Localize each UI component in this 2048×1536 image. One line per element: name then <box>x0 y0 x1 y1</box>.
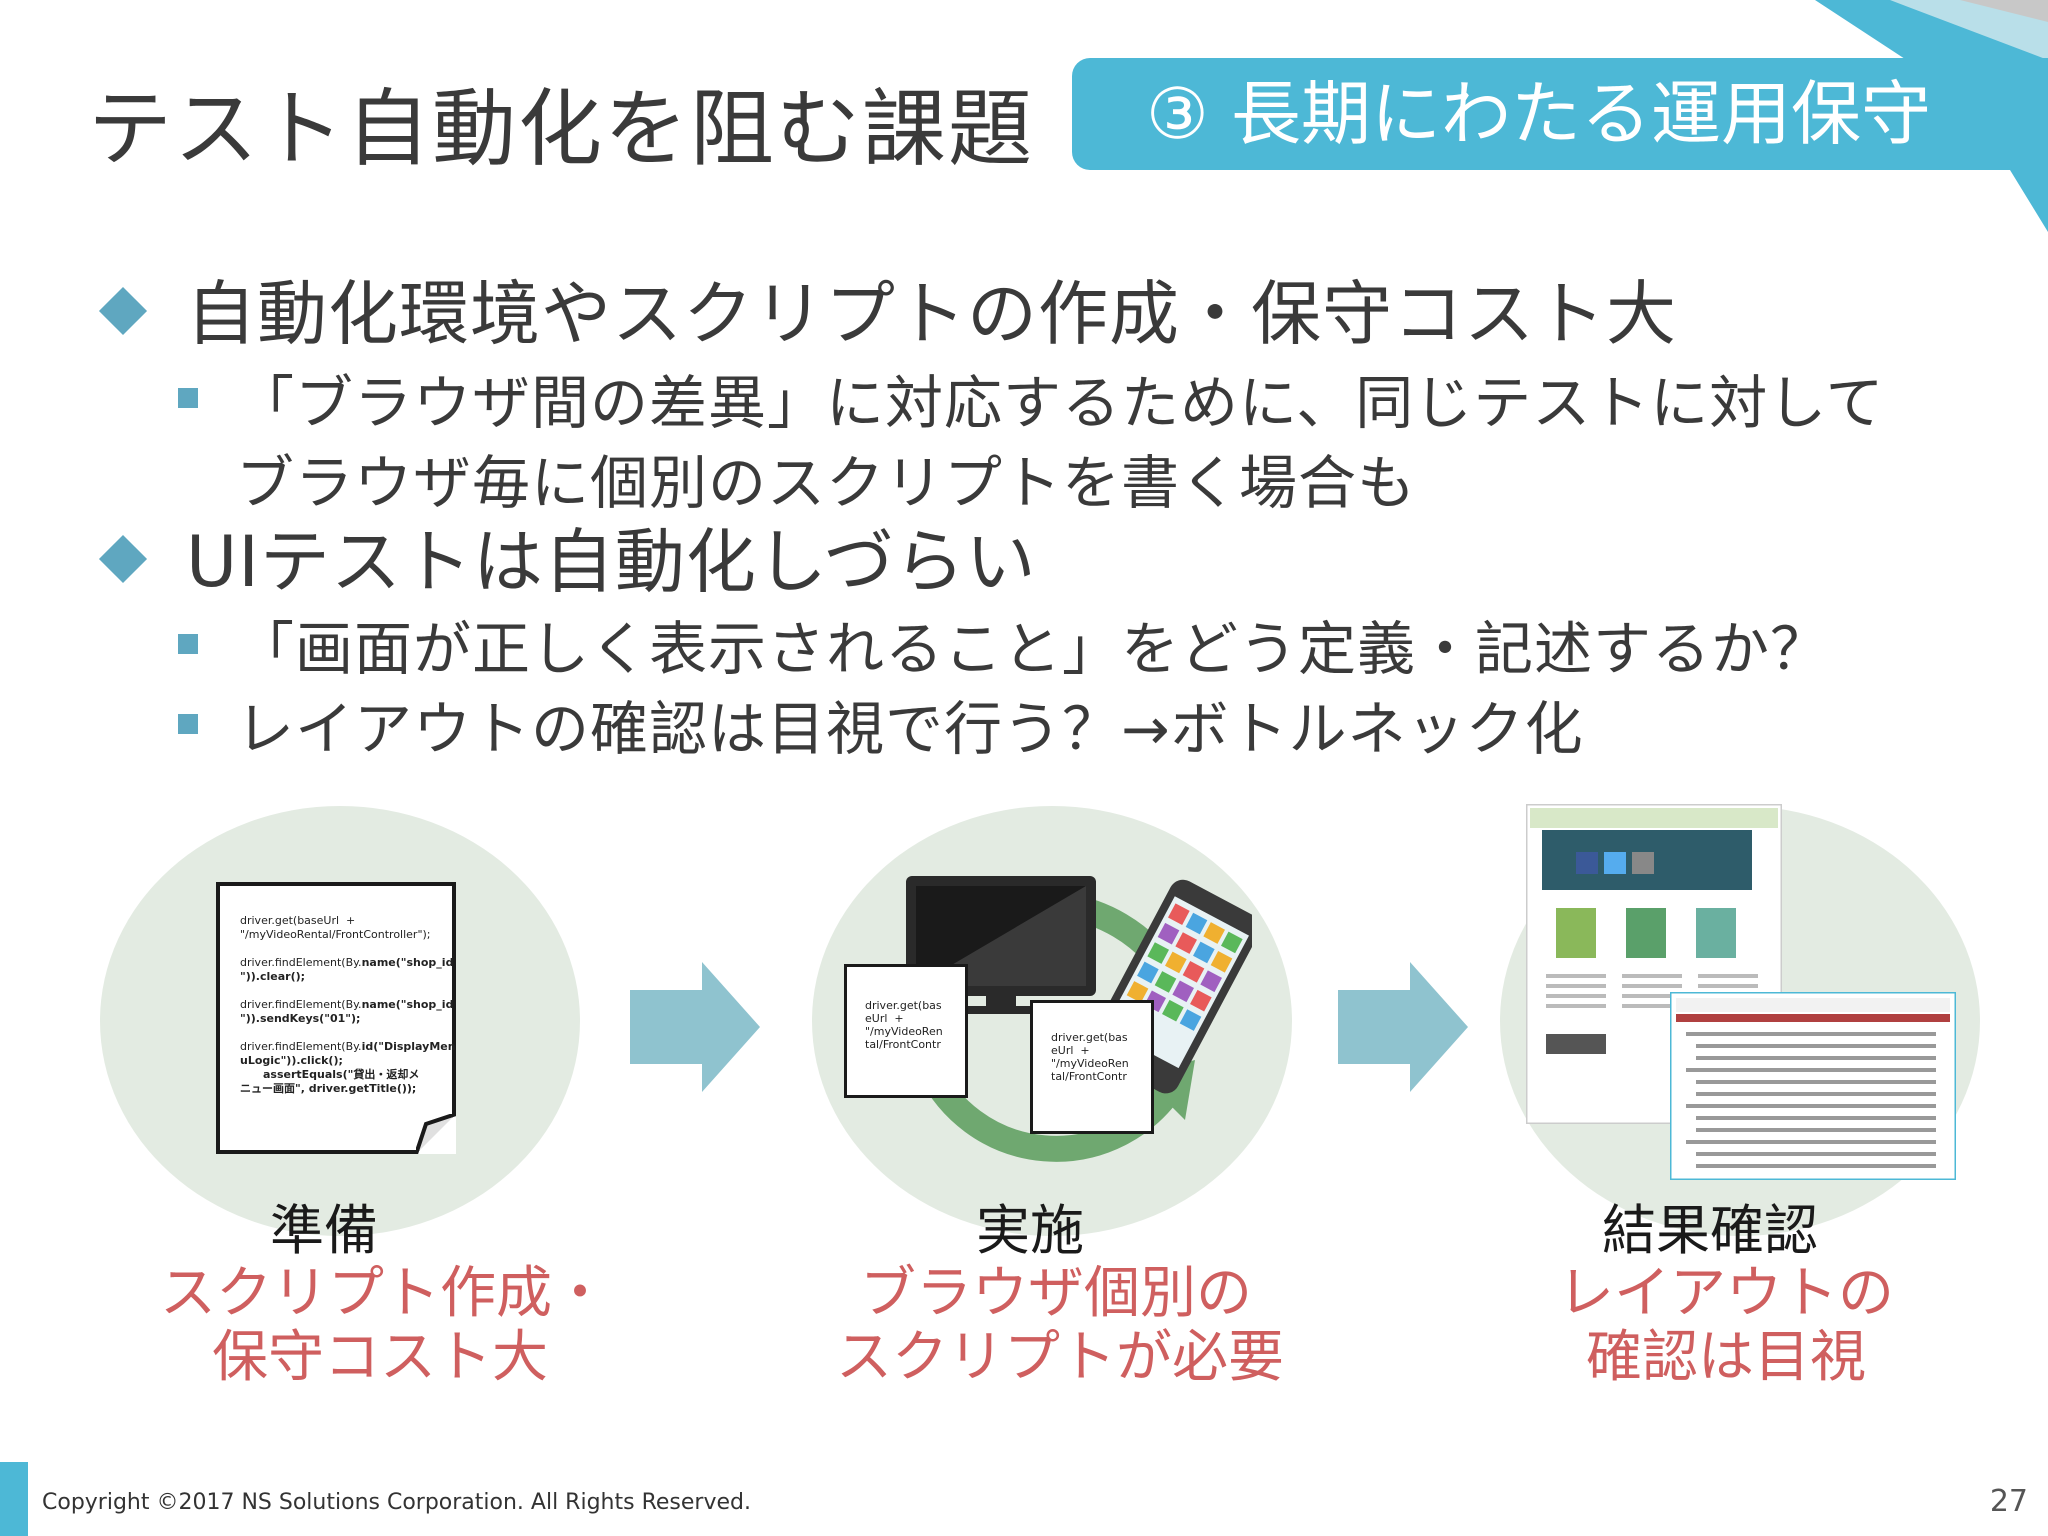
sub-bullet-text: 「画面が正しく表示されること」をどう定義・記述するか？ <box>236 615 1830 683</box>
code-line: name("shop_id <box>361 956 454 969</box>
code-line: ")).clear(); <box>240 970 306 983</box>
code-line: "/myVideoRen <box>1051 1057 1129 1070</box>
stage-note-line: スクリプトが必要 <box>836 1325 1284 1390</box>
stage-name-execute: 実施 <box>976 1199 1084 1262</box>
code-line: eUrl + <box>1051 1044 1090 1057</box>
page-fold-icon <box>416 1114 456 1154</box>
script-document-small: driver.get(bas eUrl + "/myVideoRen tal/F… <box>844 964 968 1098</box>
page-number: 27 <box>1989 1484 2028 1519</box>
website-screenshot-image <box>1526 804 1782 1124</box>
sub-bullet-text: レイアウトの確認は目視で行う？→ボトルネック化 <box>236 695 1584 763</box>
code-line: driver.findElement(By. <box>240 1040 362 1053</box>
right-arrow-icon <box>630 962 760 1092</box>
bullet-item: 自動化環境やスクリプトの作成・保守コスト大 <box>98 258 1677 359</box>
code-line: driver.get(bas <box>1051 1031 1128 1044</box>
code-line: uLogic")).click(); <box>240 1054 343 1067</box>
sub-bullet-text: 「ブラウザ間の差異」に対応するために、同じテストに対して <box>236 369 1885 437</box>
diamond-bullet-icon <box>98 534 148 584</box>
code-line: driver.get(bas <box>865 999 942 1012</box>
code-line: "/myVideoRental/FrontController"); <box>240 928 431 941</box>
page-title: テスト自動化を阻む課題 <box>88 80 1035 178</box>
stage-note-line: 保守コスト大 <box>212 1325 548 1390</box>
code-line: tal/FrontContr <box>1051 1070 1127 1083</box>
stage-name-verify: 結果確認 <box>1602 1199 1818 1262</box>
code-line: driver.findElement(By. <box>240 956 362 969</box>
sub-bullet-item: 「画面が正しく表示されること」をどう定義・記述するか？ <box>178 602 1829 686</box>
square-bullet-icon <box>178 714 198 734</box>
square-bullet-icon <box>178 634 198 654</box>
bullet-item: UIテストは自動化しづらい <box>98 506 1037 607</box>
script-document-small: driver.get(bas eUrl + "/myVideoRen tal/F… <box>1030 1000 1154 1134</box>
test-report-image <box>1670 992 1956 1180</box>
code-line: assertEquals("貸出・返却メ <box>240 1068 420 1081</box>
code-line: id("DisplayMen <box>361 1040 456 1053</box>
stage-note-line: レイアウトの <box>1558 1261 1894 1326</box>
monitor-icon <box>906 876 1096 1014</box>
code-line: ニュー画面", driver.getTitle()); <box>240 1082 417 1095</box>
diamond-bullet-icon <box>98 286 148 336</box>
bullet-text: 自動化環境やスクリプトの作成・保守コスト大 <box>186 273 1677 355</box>
code-line: name("shop_id <box>361 998 454 1011</box>
code-line: ")).sendKeys("01"); <box>240 1012 361 1025</box>
sub-bullet-item: 「ブラウザ間の差異」に対応するために、同じテストに対して ブラウザ毎に個別のスク… <box>178 356 1885 520</box>
square-bullet-icon <box>178 388 198 408</box>
code-line: driver.get(baseUrl + <box>240 914 356 927</box>
code-line: eUrl + <box>865 1012 904 1025</box>
code-line: "/myVideoRen <box>865 1025 943 1038</box>
stage-name-prepare: 準備 <box>270 1199 378 1262</box>
stage-note-line: スクリプト作成・ <box>160 1261 608 1326</box>
stage-note-line: 確認は目視 <box>1586 1325 1866 1390</box>
stage-note-prepare: スクリプト作成・ 保守コスト大 <box>160 1261 608 1390</box>
code-line: tal/FrontContr <box>865 1038 941 1051</box>
stage-note-line: ブラウザ個別の <box>860 1261 1252 1326</box>
right-arrow-icon <box>1338 962 1468 1092</box>
stage-note-verify: レイアウトの 確認は目視 <box>1506 1262 1946 1390</box>
sub-bullet-item: レイアウトの確認は目視で行う？→ボトルネック化 <box>178 682 1584 766</box>
code-line: driver.findElement(By. <box>240 998 362 1011</box>
bullet-text: UIテストは自動化しづらい <box>186 521 1037 603</box>
stage-note-execute: ブラウザ個別の スクリプトが必要 <box>836 1261 1284 1390</box>
footer-accent-bar <box>0 1462 28 1536</box>
section-tag: ③ 長期にわたる運用保守 <box>1072 58 2048 170</box>
copyright: Copyright ©2017 NS Solutions Corporation… <box>42 1490 751 1515</box>
script-document: driver.get(baseUrl + "/myVideoRental/Fro… <box>216 882 456 1154</box>
sub-bullet-text-cont: ブラウザ毎に個別のスクリプトを書く場合も <box>236 449 1417 517</box>
